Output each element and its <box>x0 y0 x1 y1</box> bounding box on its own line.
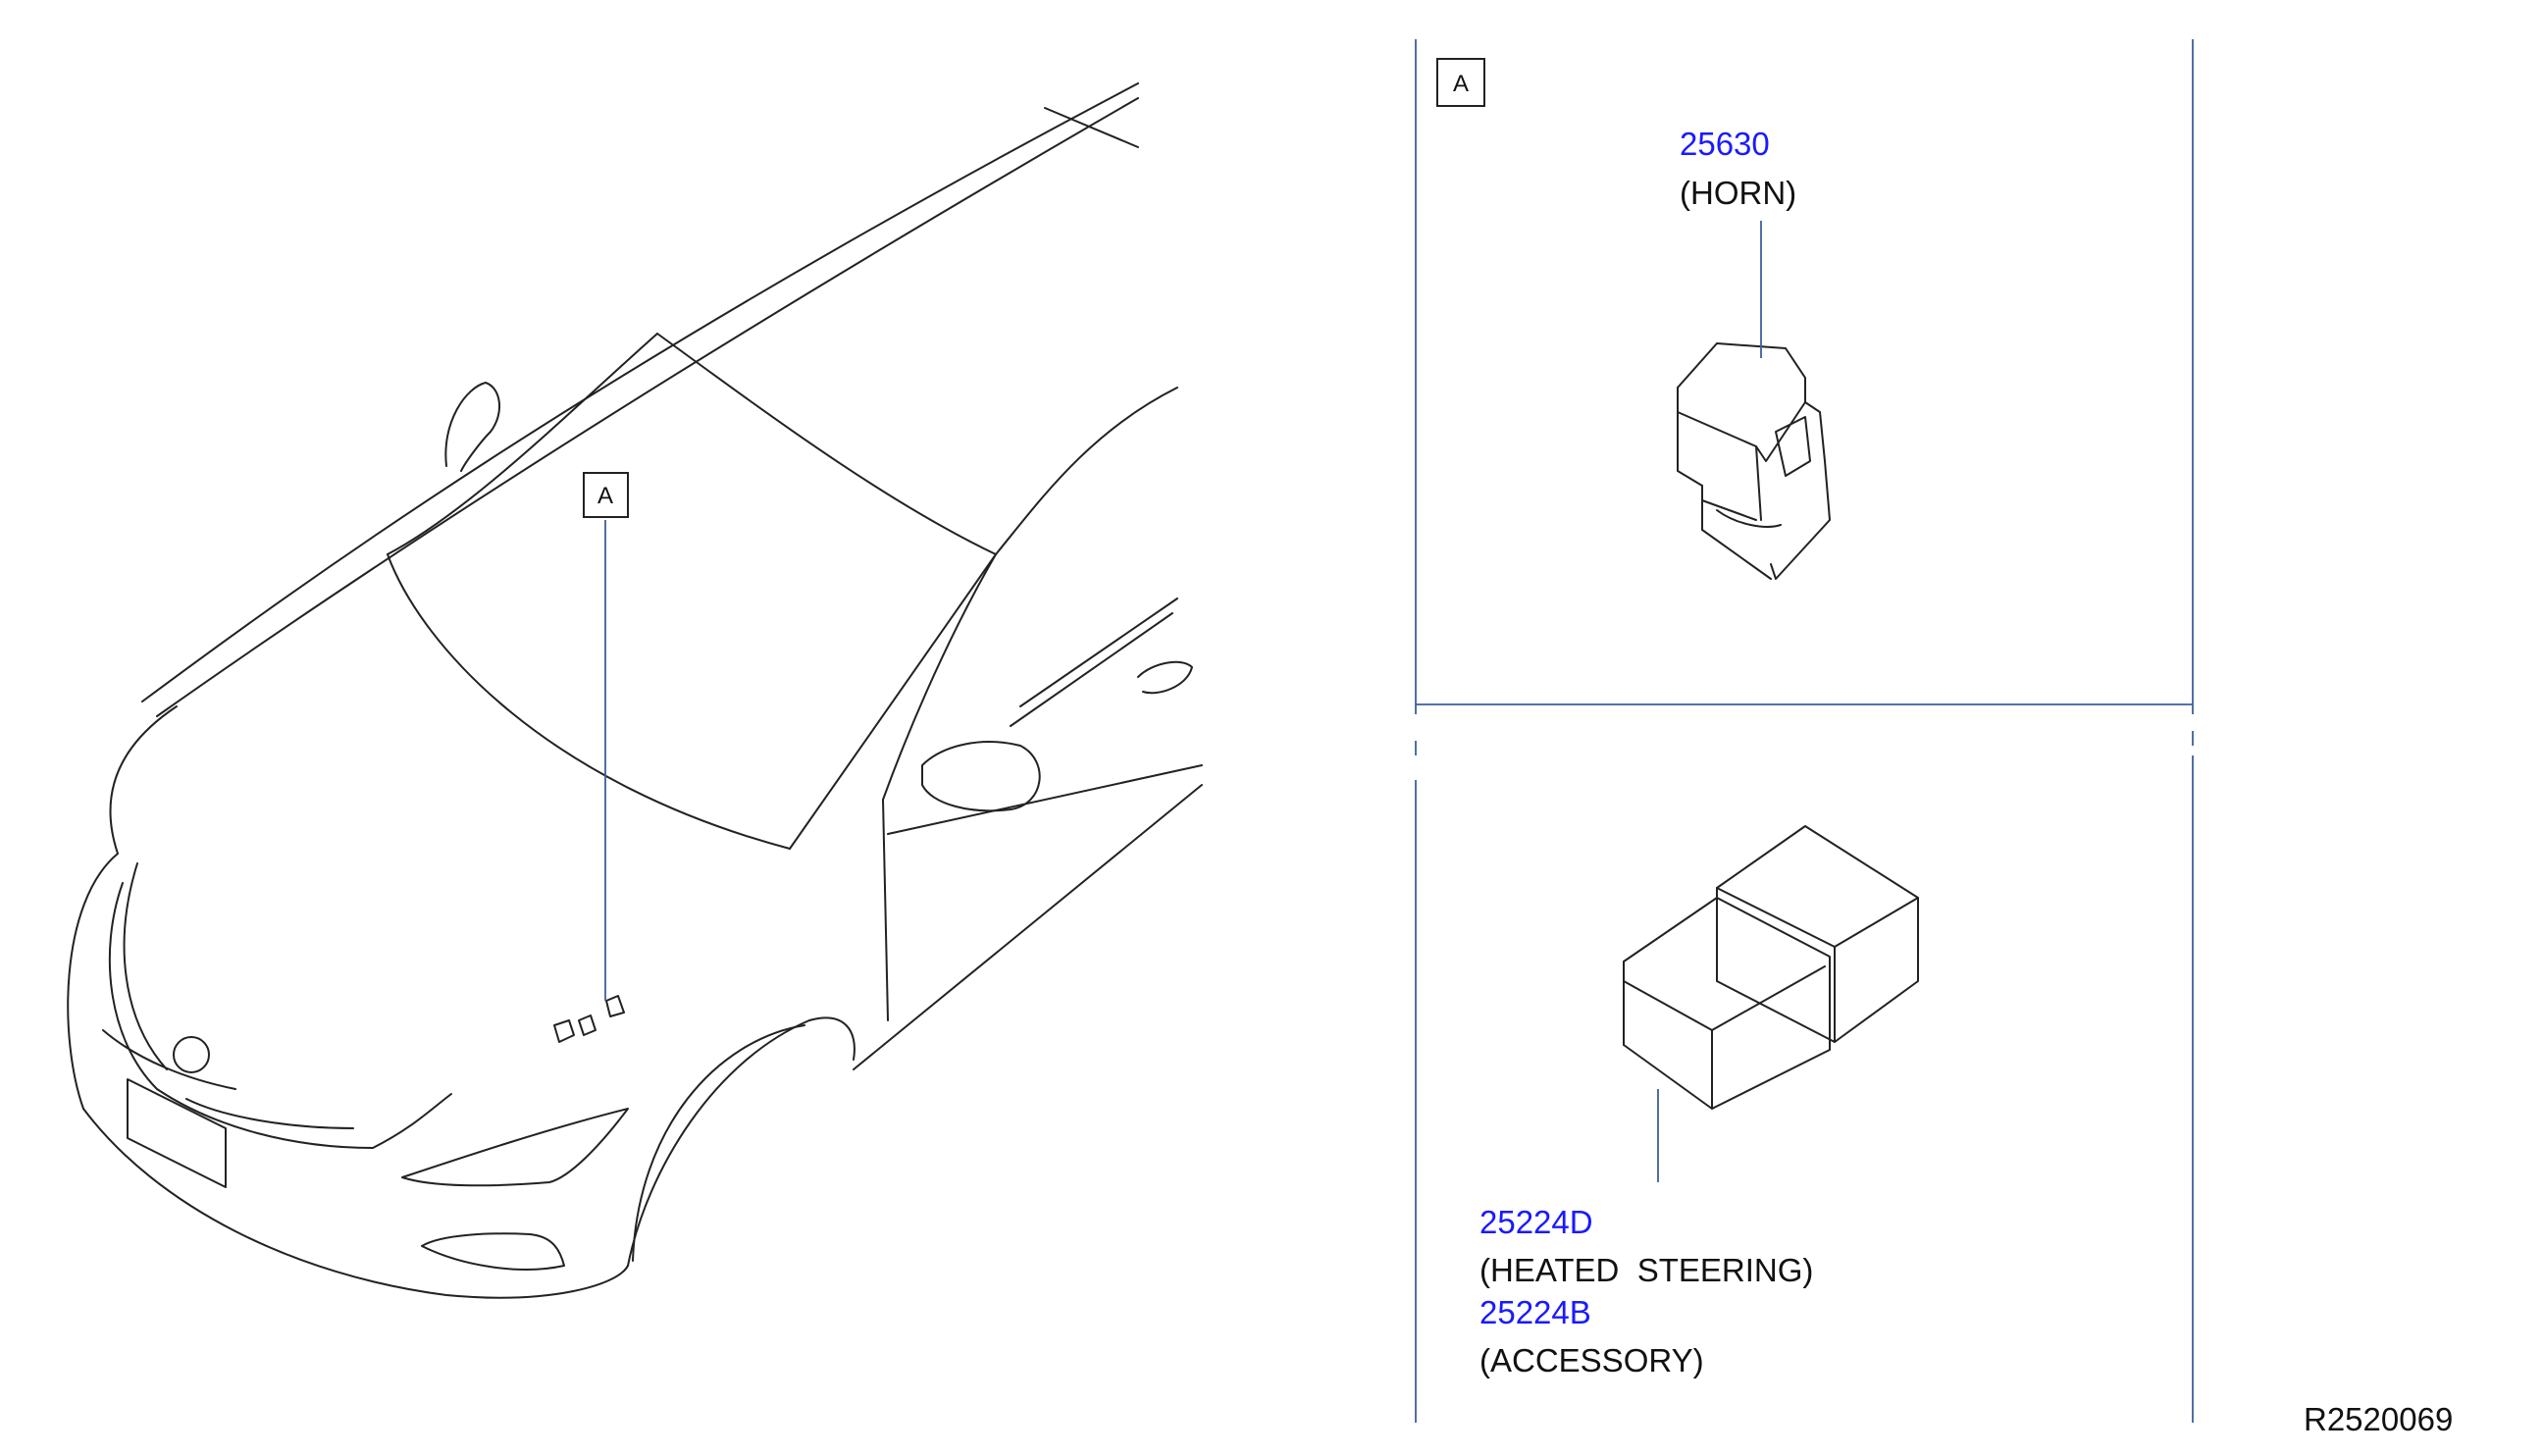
part-number-accessory: 25224B <box>1479 1294 1591 1330</box>
part-number-horn: 25630 <box>1680 126 1770 162</box>
car-callout-box <box>583 472 629 518</box>
detail-ref-label: A <box>1453 71 1469 97</box>
detail-ref-box <box>1436 58 1485 107</box>
car-callout: A <box>583 472 629 1001</box>
detail-panel-frame: A <box>1415 39 2194 1423</box>
part-desc-heated-steering: (HEATED STEERING) <box>1479 1252 1813 1288</box>
dual-relay-illustration <box>1623 825 1919 1110</box>
horn-relay-illustration <box>1677 342 1831 580</box>
part-number-heated-steering: 25224D <box>1479 1204 1593 1240</box>
car-illustration <box>67 82 1203 1299</box>
car-callout-label: A <box>597 483 613 509</box>
part-desc-horn: (HORN) <box>1680 175 1796 211</box>
part-desc-accessory: (ACCESSORY) <box>1479 1342 1704 1378</box>
drawing-code: R2520069 <box>2304 1401 2453 1437</box>
